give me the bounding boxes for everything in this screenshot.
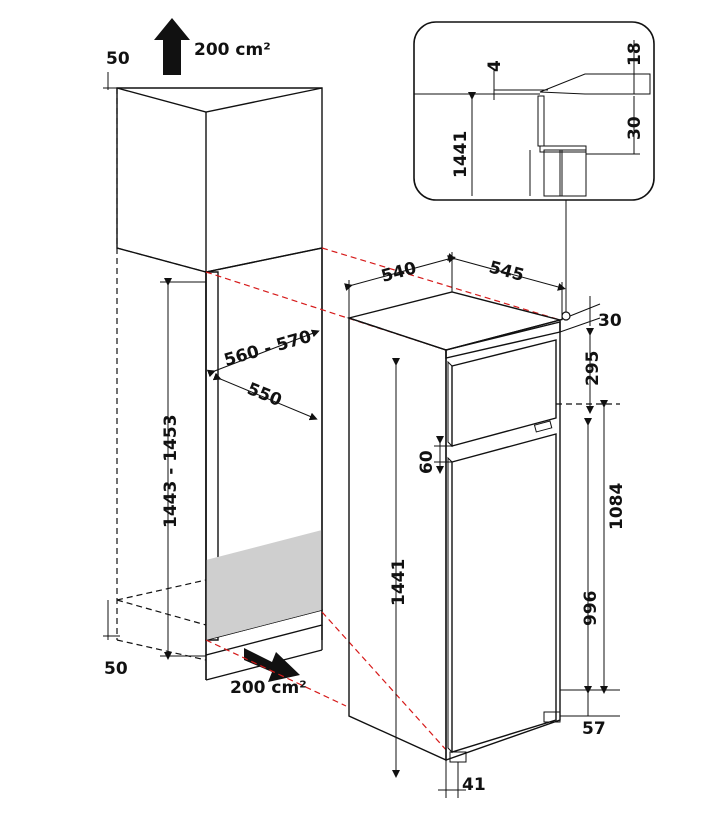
top-vent-label: 200 cm²	[194, 40, 271, 60]
detail-offset-label: 30	[625, 116, 645, 140]
detail-callout: 4 18 1441 30	[413, 21, 655, 321]
foot-depth-label: 41	[462, 775, 486, 795]
niche-depth-label: 550	[244, 379, 285, 411]
niche-width-label: 560 - 570	[222, 327, 314, 371]
alignment-guides	[205, 247, 561, 753]
appliance-side	[348, 317, 447, 762]
top-gap-label: 50	[106, 49, 130, 69]
top-offset-label: 30	[598, 311, 622, 331]
appliance-top	[346, 291, 563, 351]
detail-gap-small-label: 4	[485, 60, 505, 72]
up-arrow-icon	[154, 18, 190, 75]
door-gap-label: 60	[417, 450, 437, 474]
cabinet-top-box	[116, 87, 323, 273]
diagonal-arrow-icon	[244, 648, 300, 682]
freezer-door	[451, 339, 557, 447]
fridge-total-label: 1084	[607, 483, 627, 530]
detail-gap-top-label: 18	[625, 42, 645, 66]
appliance: 540 545 30 295 60 1084 996 57 1441	[344, 252, 627, 798]
fridge-door	[451, 433, 557, 753]
detail-height-label: 1441	[451, 131, 471, 178]
freezer-door-label: 295	[583, 351, 603, 387]
cabinet: 200 cm² 50 200 cm² 50 1443 - 1453 560 - …	[103, 18, 323, 698]
height-label: 1441	[389, 559, 409, 606]
detail-frame	[413, 21, 655, 201]
niche-height-label: 1443 - 1453	[161, 414, 181, 528]
bottom-gap-label: 50	[104, 659, 128, 679]
depth-label: 545	[487, 258, 526, 287]
bottom-vent-label: 200 cm²	[230, 678, 307, 698]
fridge-door-label: 996	[581, 591, 601, 627]
width-label: 540	[379, 258, 419, 287]
plinth-label: 57	[582, 719, 606, 739]
